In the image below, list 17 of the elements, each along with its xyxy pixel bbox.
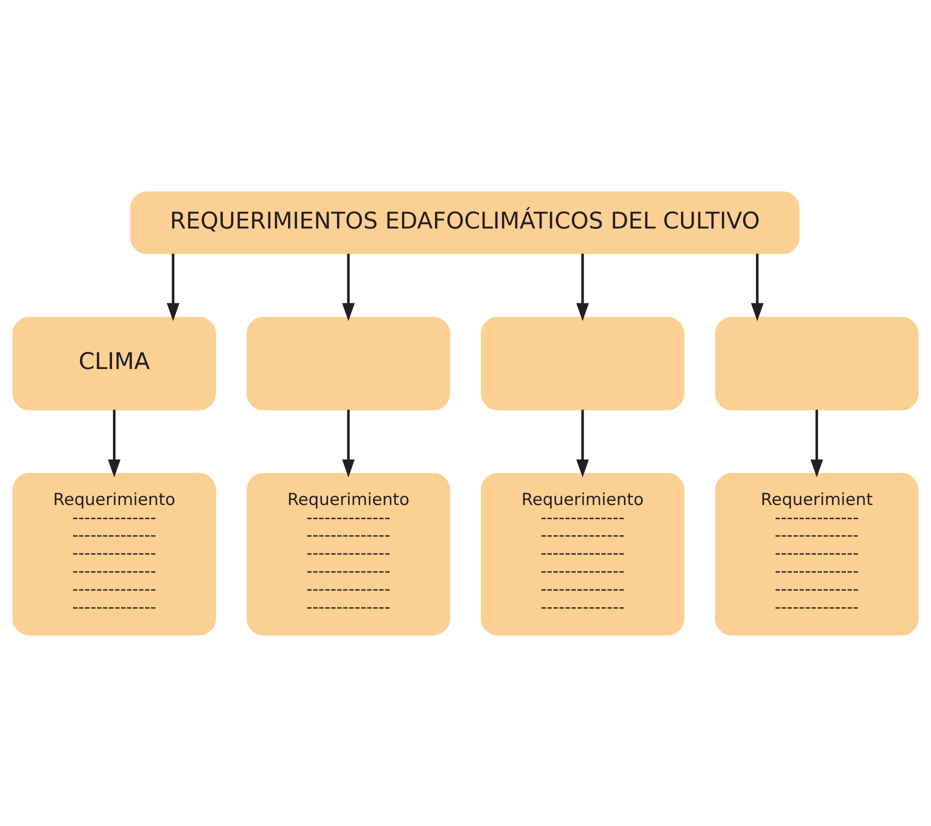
node-box: CLIMA bbox=[12, 316, 216, 410]
arrow bbox=[342, 409, 355, 477]
node-box bbox=[246, 316, 450, 410]
arrow bbox=[576, 409, 589, 477]
arrow bbox=[810, 409, 824, 477]
node-box: Requerimient -------------- -------------- -------------- -------------- -------------- -------------- bbox=[715, 472, 918, 636]
arrow bbox=[108, 409, 121, 477]
node-box: Requerimiento -------------- -------------- -------------- -------------- -------------- -------------- bbox=[246, 472, 450, 636]
node-box bbox=[715, 316, 918, 410]
arrow bbox=[750, 253, 764, 321]
node-box bbox=[480, 316, 684, 410]
arrow bbox=[166, 253, 180, 321]
node-box: REQUERIMIENTOS EDAFOCLIMÁTICOS DEL CULTIVO bbox=[130, 190, 800, 254]
arrow bbox=[576, 253, 589, 321]
node-box: Requerimiento -------------- -------------- -------------- -------------- -------------- -------------- bbox=[12, 472, 216, 636]
node-box: Requerimiento -------------- -------------- -------------- -------------- -------------- -------------- bbox=[480, 472, 684, 636]
arrow bbox=[342, 253, 355, 321]
